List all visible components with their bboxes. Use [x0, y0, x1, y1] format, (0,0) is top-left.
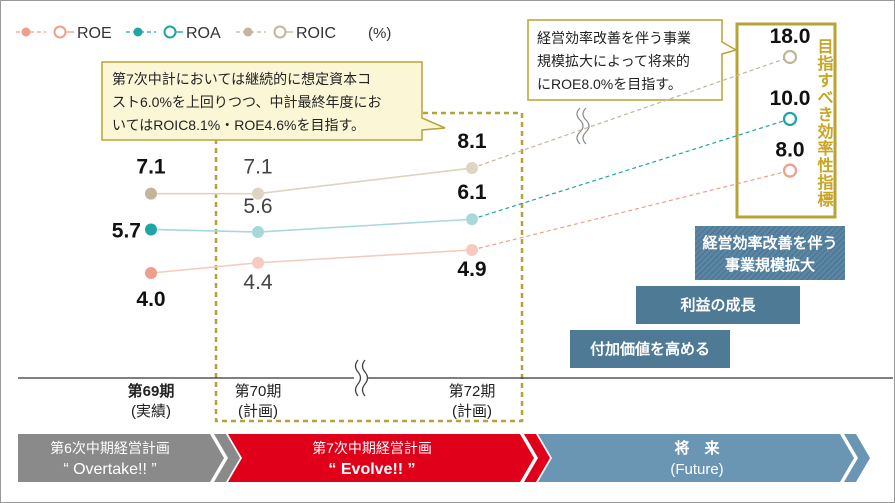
- value-label-roe-2: 4.9: [457, 258, 486, 281]
- series-line-roic: [151, 167, 473, 195]
- x-tick-labels: 第69期 (実績) 第70期 (計画) 第72期 (計画): [128, 382, 496, 420]
- value-label-roic-1: 7.1: [243, 156, 272, 179]
- data-point-roic-0: [145, 187, 157, 200]
- series-line-roe: [150, 249, 473, 274]
- step-box-profit: 利益の成長: [636, 286, 800, 324]
- step-boxes: 経営効率改善を伴う 事業規模拡大 利益の成長 付加価値を高める: [570, 226, 845, 368]
- series-layer: [145, 49, 798, 279]
- data-point-roic-1: [252, 187, 264, 200]
- future-note-line-1: 経営効率改善を伴う事業: [537, 30, 691, 46]
- phase-7th-plan: 第7次中期経営計画 “ Evolve!! ”: [228, 434, 550, 482]
- target-line-roic: [471, 56, 791, 169]
- x-tick-label-1: 第70期: [235, 382, 282, 400]
- step-box-expansion-line-2: 事業規模拡大: [725, 256, 815, 274]
- phase-6th-title: 第6次中期経営計画: [50, 440, 170, 456]
- legend: ROE ROA ROIC (%): [16, 25, 391, 42]
- plan-note: 第7次中計においては継続的に想定資本コ スト6.0%を上回りつつ、中計最終年度に…: [101, 61, 446, 141]
- step-box-value-label: 付加価値を高める: [590, 340, 710, 358]
- phase-7th-subtitle: “ Evolve!! ”: [328, 461, 415, 478]
- step-box-value: 付加価値を高める: [570, 330, 730, 368]
- phase-6th-plan: 第6次中期経営計画 “ Overtake!! ”: [18, 434, 240, 482]
- x-tick-sublabel-2: (計画): [452, 403, 492, 420]
- axis-break-mark: [354, 359, 369, 397]
- value-label-layer: 4.0 4.4 4.9 8.0 5.7 5.6 6.1 10.0 7.1 7.1 8.1 18.0: [112, 25, 811, 311]
- phase-future-title: 将 来: [674, 439, 720, 457]
- x-tick-label-0: 第69期: [128, 382, 175, 400]
- value-label-roa-0: 5.7: [112, 219, 141, 242]
- data-point-roic-2: [466, 162, 478, 175]
- target-value-label-roic: 18.0: [770, 25, 811, 48]
- plan-note-line-3: いてはROIC8.1%・ROE4.6%を目指す。: [112, 117, 365, 133]
- data-point-roe-2: [466, 243, 478, 256]
- plan-note-line-1: 第7次中計においては継続的に想定資本コ: [112, 71, 371, 87]
- phase-future-subtitle: (Future): [670, 461, 723, 478]
- value-label-roic-2: 8.1: [457, 130, 487, 153]
- future-break-mark: [576, 107, 590, 145]
- step-box-expansion: 経営効率改善を伴う 事業規模拡大: [695, 226, 845, 280]
- data-point-roa-2: [466, 213, 478, 226]
- x-tick-label-2: 第72期: [449, 382, 496, 400]
- target-point-roic: [782, 49, 798, 65]
- target-point-roe: [782, 163, 798, 178]
- future-note-line-2: 規模拡大によって将来的: [537, 53, 690, 69]
- target-value-label-roa: 10.0: [770, 87, 811, 110]
- target-vertical-label: 目指すべき効率性指標: [815, 38, 834, 208]
- value-label-roe-1: 4.4: [243, 271, 273, 294]
- phase-7th-title: 第7次中期経営計画: [312, 440, 432, 456]
- step-box-expansion-line-1: 経営効率改善を伴う: [702, 234, 837, 252]
- phase-6th-subtitle: “ Overtake!! ”: [63, 461, 156, 478]
- plan-note-line-2: スト6.0%を上回りつつ、中計最終年度にお: [112, 94, 382, 110]
- step-box-profit-label: 利益の成長: [680, 296, 756, 314]
- future-note: 経営効率改善を伴う事業 規模拡大によって将来的 にROE8.0%を目指す。: [527, 19, 738, 101]
- data-point-roa-0: [145, 223, 157, 236]
- phase-future: 将 来 (Future): [538, 434, 870, 482]
- legend-label-roe: ROE: [77, 25, 112, 42]
- x-tick-sublabel-0: (実績): [131, 403, 171, 420]
- legend-item-roic: ROIC: [236, 25, 336, 42]
- data-point-roe-1: [252, 256, 264, 269]
- value-label-roic-0: 7.1: [136, 156, 166, 179]
- x-tick-sublabel-1: (計画): [238, 403, 278, 420]
- value-label-roe-0: 4.0: [136, 288, 165, 311]
- data-point-roa-1: [252, 226, 264, 239]
- value-label-roa-2: 6.1: [457, 181, 487, 204]
- data-point-roe-0: [145, 267, 157, 279]
- phase-bar: 第6次中期経営計画 “ Overtake!! ” 第7次中期経営計画 “ Evo…: [18, 434, 870, 482]
- target-line-roe: [471, 170, 791, 251]
- legend-label-roa: ROA: [186, 25, 221, 42]
- legend-item-roe: ROE: [16, 25, 112, 42]
- target-point-roa: [782, 111, 798, 127]
- future-note-line-3: にROE8.0%を目指す。: [537, 76, 682, 92]
- legend-item-roa: ROA: [126, 25, 221, 42]
- value-label-roa-1: 5.6: [243, 195, 272, 218]
- series-line-roa: [150, 218, 473, 233]
- target-value-label-roe: 8.0: [775, 139, 804, 162]
- unit-label: (%): [368, 25, 391, 42]
- legend-label-roic: ROIC: [296, 25, 336, 42]
